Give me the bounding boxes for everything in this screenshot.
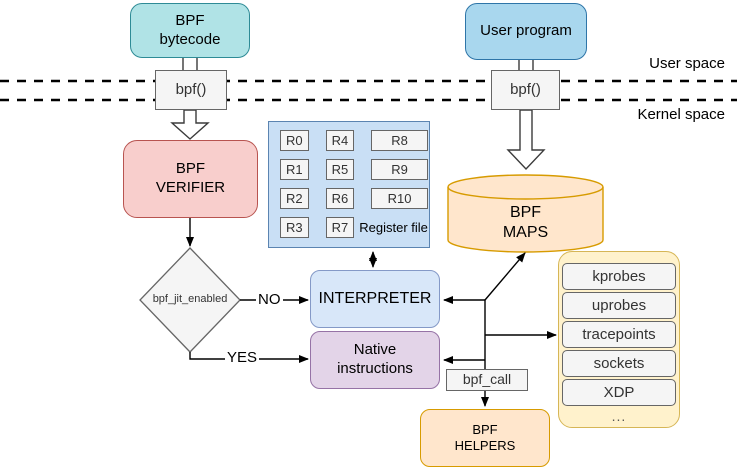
bpf-to-maps-block-arrow-icon xyxy=(506,109,546,171)
register-box-r9: R9 xyxy=(371,159,428,180)
hook-item-sockets: sockets xyxy=(562,350,676,377)
node-user-program: User program xyxy=(465,3,587,60)
user-space-label: User space xyxy=(649,55,725,72)
register-box-r4: R4 xyxy=(325,130,355,151)
register-box-r1: R1 xyxy=(280,159,309,180)
hooks-panel: kprobes uprobes tracepoints sockets XDP … xyxy=(558,251,680,428)
no-branch-label: NO xyxy=(256,291,283,308)
hooks-more-ellipsis: ... xyxy=(611,408,627,424)
node-native-instructions: Native instructions xyxy=(310,331,440,389)
hook-item-xdp: XDP xyxy=(562,379,676,406)
bpf-maps-cylinder xyxy=(447,174,604,253)
hook-item-kprobes: kprobes xyxy=(562,263,676,290)
yes-branch-label: YES xyxy=(225,349,260,366)
bpf-maps-cylinder-rim xyxy=(447,186,604,200)
junction-to-maps-arrow xyxy=(484,252,526,301)
register-file-caption: Register file xyxy=(359,220,428,235)
bytecode-to-bpf-connector xyxy=(182,55,198,72)
node-bpf-verifier: BPF VERIFIER xyxy=(123,140,258,218)
yes-branch-arrow xyxy=(189,352,309,363)
jit-decision-label: bpf_jit_enabled xyxy=(152,293,228,305)
register-box-r2: R2 xyxy=(280,188,309,209)
hook-item-tracepoints: tracepoints xyxy=(562,321,676,348)
register-box-r8: R8 xyxy=(371,130,428,151)
node-bpf-helpers: BPF HELPERS xyxy=(420,409,550,467)
register-box-r7: R7 xyxy=(325,217,355,238)
register-box-r3: R3 xyxy=(280,217,309,238)
register-grid: R0 R4 R8 R1 R5 R9 R2 R6 R10 R3 R7 Regist… xyxy=(280,130,428,238)
hook-item-uprobes: uprobes xyxy=(562,292,676,319)
bpf-maps-label: BPF MAPS xyxy=(502,204,549,241)
register-box-r5: R5 xyxy=(325,159,355,180)
node-interpreter: INTERPRETER xyxy=(310,270,440,328)
register-file-panel: R0 R4 R8 R1 R5 R9 R2 R6 R10 R3 R7 Regist… xyxy=(268,121,430,248)
node-bpf-syscall-kernel: bpf() xyxy=(491,70,560,110)
register-box-r6: R6 xyxy=(325,188,355,209)
bpf-to-verifier-block-arrow-icon xyxy=(170,109,210,140)
kernel-space-label: Kernel space xyxy=(637,106,725,123)
node-bpf-bytecode: BPF bytecode xyxy=(130,3,250,58)
bpf-call-label: bpf_call xyxy=(446,369,528,391)
register-box-r0: R0 xyxy=(280,130,309,151)
register-box-r10: R10 xyxy=(371,188,428,209)
node-bpf-syscall-user: bpf() xyxy=(155,70,227,110)
